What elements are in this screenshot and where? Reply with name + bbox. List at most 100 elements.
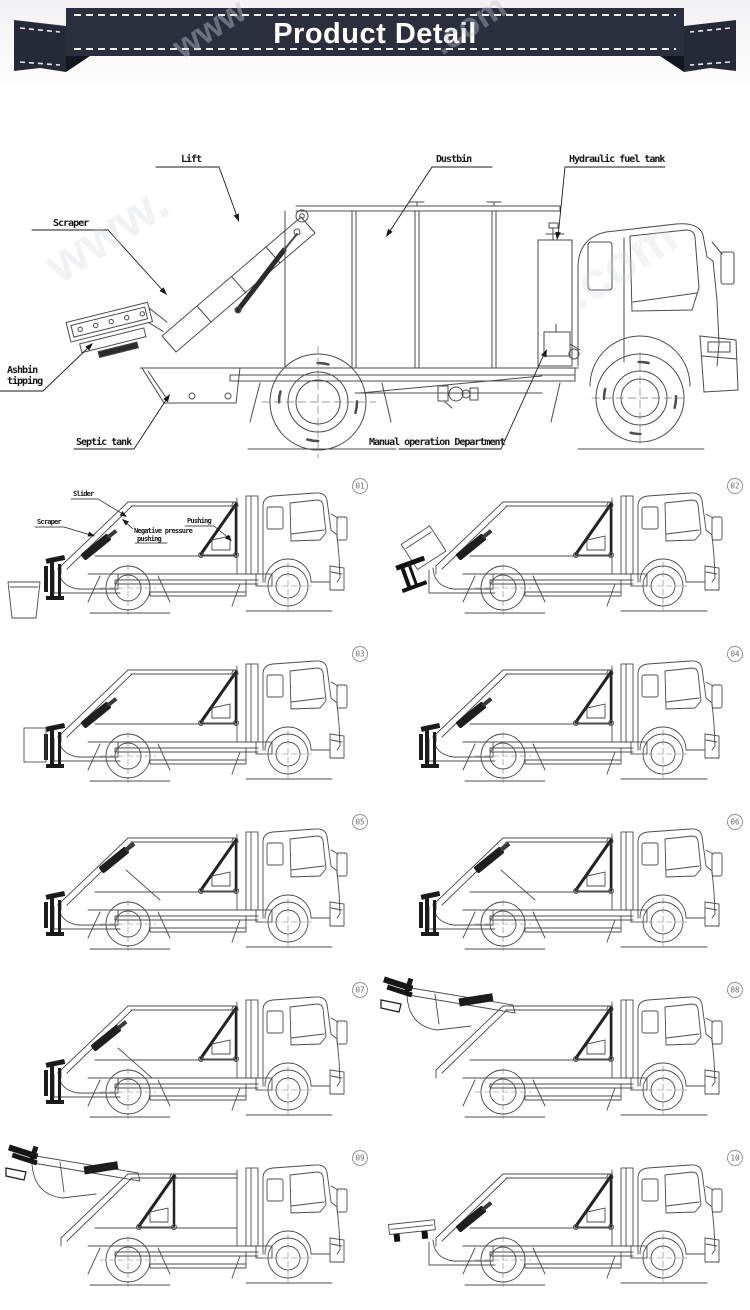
- banner: Product Detail www .com: [0, 0, 750, 84]
- push-plate: [573, 1005, 614, 1062]
- slider-cylinder: [81, 529, 118, 560]
- rear-wheel: [99, 1067, 157, 1121]
- push-plate: [573, 1173, 614, 1230]
- slider-cylinder: [91, 1020, 128, 1051]
- sequence-step-06: 06: [375, 806, 750, 974]
- label-scraper: Scraper: [37, 518, 61, 526]
- step-number: 01: [355, 482, 364, 491]
- push-plate: [198, 1005, 239, 1062]
- label-dustbin: Dustbin: [436, 153, 472, 165]
- truck-step-drawing: 06: [419, 814, 743, 953]
- chassis: [87, 909, 273, 943]
- step-number-badge: 08: [727, 982, 743, 998]
- truck-step-drawing: Slider Scraper Negative pressure pushing…: [7, 478, 368, 619]
- ribbon-right-stitches: [689, 27, 731, 66]
- push-plate: [198, 669, 239, 726]
- step-number: 10: [730, 1154, 740, 1163]
- sequence-step-03: 03: [0, 638, 375, 806]
- truck-body: [435, 663, 634, 743]
- front-wheel: [263, 1233, 313, 1283]
- chassis: [87, 741, 273, 775]
- step-number-badge: 10: [727, 1150, 743, 1166]
- sequence-step-01: Slider Scraper Negative pressure pushing…: [0, 470, 375, 638]
- lift-pivot: [295, 209, 309, 223]
- rear-wheel: [474, 1067, 532, 1121]
- slider-cylinder: [456, 1201, 493, 1232]
- truck-step-drawing: 07: [44, 982, 368, 1121]
- banner-ribbon: Product Detail: [14, 8, 736, 72]
- front-wheel: [638, 561, 688, 611]
- lift-arm-extended: [29, 1154, 141, 1199]
- label-pushing: Pushing: [187, 517, 211, 525]
- truck-body: [435, 831, 634, 911]
- step-number-badge: 09: [352, 1150, 368, 1166]
- truck-body: [435, 999, 634, 1079]
- truck-cab: [262, 660, 348, 759]
- truck-cab: [262, 996, 348, 1095]
- rear-hopper: [53, 567, 121, 594]
- manual-operation-device: [543, 331, 571, 357]
- push-plate: [198, 837, 239, 894]
- truck-body: [60, 831, 259, 911]
- step-number-badge: 03: [352, 646, 368, 662]
- rear-wheel: [474, 1235, 532, 1289]
- rear-wheel: [474, 563, 532, 617]
- truck-step-drawing: 08: [380, 976, 743, 1121]
- rear-hopper: [53, 1071, 121, 1098]
- rear-hopper: [53, 735, 121, 762]
- step-number: 09: [355, 1154, 364, 1163]
- step-number: 08: [730, 986, 740, 995]
- step-number-badge: 01: [352, 478, 368, 494]
- label-slider: Slider: [73, 490, 94, 498]
- slider-cylinder: [456, 529, 493, 560]
- lift-frame: [161, 209, 316, 353]
- sequence-step-10: 10: [375, 1142, 750, 1310]
- truck-cab: [577, 223, 739, 393]
- slider-cylinder: [474, 842, 511, 873]
- truck-cab: [637, 1164, 723, 1263]
- chassis: [87, 1245, 273, 1279]
- label-negative-pressure: pushing: [137, 535, 161, 543]
- step-number: 05: [355, 818, 364, 827]
- step-number: 07: [355, 986, 364, 995]
- front-wheel: [263, 1065, 313, 1115]
- truck-step-drawing: 03: [23, 646, 368, 785]
- bin-grabber: [419, 722, 441, 768]
- truck-step-drawing: 10: [388, 1150, 743, 1289]
- truck-cab: [637, 996, 723, 1095]
- slider-cylinder: [456, 697, 493, 728]
- front-wheel: [263, 897, 313, 947]
- ribbon-left-fold: [66, 56, 90, 72]
- sequence-grid: Slider Scraper Negative pressure pushing…: [0, 470, 750, 1310]
- front-wheel: [638, 1233, 688, 1283]
- rear-wheel: [474, 899, 532, 953]
- rear-wheel: [99, 731, 157, 785]
- truck-body: [435, 495, 634, 575]
- front-bumper: [699, 335, 739, 393]
- tipped-bin: [380, 976, 414, 1013]
- truck-step-drawing: 09: [5, 1144, 368, 1289]
- front-wheel: [263, 561, 313, 611]
- ribbon-right-fold: [660, 56, 684, 72]
- slider-cylinder: [99, 842, 136, 873]
- truck-body: [435, 1167, 634, 1247]
- sequence-step-04: 04: [375, 638, 750, 806]
- truck-step-drawing: 02: [395, 478, 743, 617]
- label-lift: Lift: [181, 153, 202, 165]
- chassis: [462, 909, 648, 943]
- banner-title: Product Detail: [273, 18, 477, 50]
- step-number: 06: [730, 818, 740, 827]
- front-wheel: [591, 351, 689, 445]
- front-wheel: [638, 729, 688, 779]
- label-ashbin-tipping: Ashbin: [7, 364, 38, 376]
- step-number: 04: [730, 650, 740, 659]
- push-plate: [198, 501, 239, 558]
- hydraulic-fuel-tank: [537, 239, 573, 367]
- waste-bin-lifted: [400, 525, 447, 571]
- front-fender: [589, 335, 691, 387]
- chassis: [462, 1077, 648, 1111]
- rear-wheel: [474, 731, 532, 785]
- ribbon-left-tail: [14, 20, 66, 72]
- lift-arm-extended: [404, 986, 516, 1031]
- truck-cab: [262, 492, 348, 591]
